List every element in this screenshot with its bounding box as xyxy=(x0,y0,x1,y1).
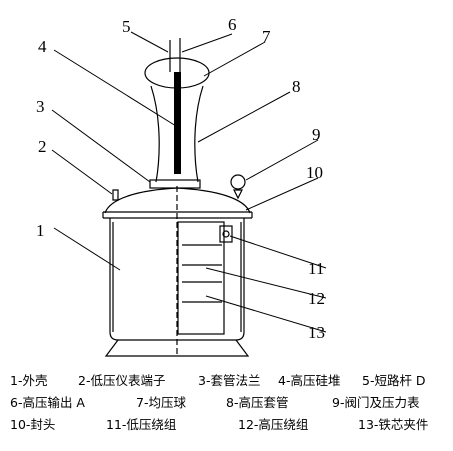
lv-terminal xyxy=(112,189,119,201)
callout-2: 2 xyxy=(38,137,47,156)
legend-2-1: 6-高压输出 A xyxy=(10,395,85,410)
legend-1-4: 4-高压硅堆 xyxy=(278,373,341,388)
legend-3-3: 12-高压绕组 xyxy=(238,417,309,432)
core-clamp xyxy=(219,225,233,243)
callout-13: 13 xyxy=(308,323,325,342)
callout-3: 3 xyxy=(36,97,45,116)
callout-6: 6 xyxy=(228,15,237,34)
callout-8: 8 xyxy=(292,77,301,96)
legend-1-1: 1-外壳 xyxy=(10,373,48,388)
legend-3-1: 10-封头 xyxy=(10,417,56,432)
callout-7: 7 xyxy=(262,27,271,46)
legend-3-4: 13-铁芯夹件 xyxy=(358,417,429,432)
callout-1: 1 xyxy=(36,221,45,240)
base xyxy=(104,339,250,357)
legend-2-3: 8-高压套管 xyxy=(226,395,289,410)
bushing-flange xyxy=(149,179,201,189)
legend-3-2: 11-低压绕组 xyxy=(106,417,177,432)
callout-11: 11 xyxy=(308,259,324,278)
callout-12: 12 xyxy=(308,289,325,308)
callout-10: 10 xyxy=(306,163,323,182)
valve xyxy=(233,189,243,200)
hv-silicon-stack xyxy=(174,72,181,174)
legend-1-2: 2-低压仪表端子 xyxy=(78,373,166,388)
legend-1-3: 3-套管法兰 xyxy=(198,373,261,388)
callout-4: 4 xyxy=(38,37,47,56)
legend-2-4: 9-阀门及压力表 xyxy=(332,395,420,410)
winding-section xyxy=(177,221,225,335)
pressure-gauge xyxy=(230,174,246,190)
bushing-right-edge xyxy=(194,85,204,183)
legend-2-2: 7-均压球 xyxy=(136,395,186,410)
callout-9: 9 xyxy=(312,125,321,144)
legend-1-5: 5-短路杆 D xyxy=(362,373,426,388)
bushing-left-edge xyxy=(150,85,160,183)
callout-5: 5 xyxy=(122,17,131,36)
